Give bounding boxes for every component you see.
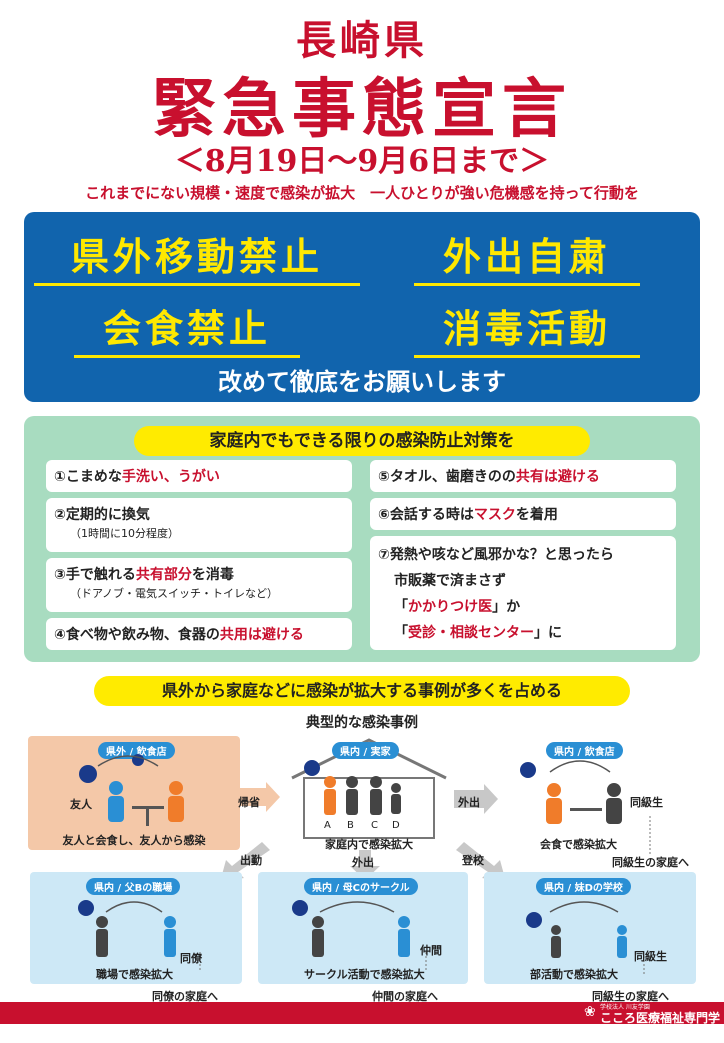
classmate-label: 同級生 <box>630 796 663 809</box>
virus-icon <box>526 912 542 928</box>
tip-5: ⑤タオル、歯磨きのの共有は避ける <box>370 460 676 492</box>
household-heading: 家庭内でもできる限りの感染防止対策を <box>134 426 590 456</box>
case-tag: 県内 / 母Cのサークル <box>304 878 418 895</box>
case-tag: 県内 / 飲食店 <box>546 742 623 759</box>
tip-3-sub: （ドアノブ・電気スイッチ・トイレなど） <box>70 587 279 600</box>
tip-5-highlight: 共有は避ける <box>515 469 600 485</box>
prefecture-title: 長崎県 <box>296 17 428 64</box>
measures-panel: 県外移動禁止 外出自粛 会食禁止 消毒活動 改めて徹底をお願いします <box>24 212 700 402</box>
arrow-label-return: 帰省 <box>238 796 260 809</box>
tip-7-bracket-open-2: 「 <box>394 625 408 641</box>
case-caption: 友人と会食し、友人から感染 <box>62 834 206 847</box>
measure-no-travel: 県外移動禁止 <box>34 226 360 286</box>
school-corporation: 学校法人 川友学園 <box>600 1004 650 1011</box>
measure-stay-home: 外出自粛 <box>414 226 640 286</box>
spread-target: 同級生の家庭へ <box>592 990 669 1003</box>
virus-icon <box>520 762 536 778</box>
school-club-illustration <box>526 901 645 976</box>
friend-label: 友人 <box>70 798 92 811</box>
tip-3: ③手で触れる共有部分を消毒 （ドアノブ・電気スイッチ・トイレなど） <box>46 558 352 612</box>
arrow-label-school: 登校 <box>462 854 484 867</box>
tip-6-highlight: マスク <box>473 507 516 523</box>
tip-4-text: ④食べ物や飲み物、食器の <box>54 627 220 643</box>
tip-7-line-2: 市販薬で済まさず <box>394 573 506 589</box>
case-tag: 県外 / 飲食店 <box>98 742 175 759</box>
case-caption: 職場で感染拡大 <box>96 968 173 981</box>
tip-7: ⑦発熱や咳など風邪かな？と思ったら 市販薬で済まさず 「かかりつけ医」か 「受診… <box>370 536 676 650</box>
arrow-right-icon <box>240 782 280 812</box>
arrow-right-icon <box>454 784 498 814</box>
case-caption: サークル活動で感染拡大 <box>304 968 425 981</box>
arrow-label-out-2: 外出 <box>352 856 374 869</box>
cases-heading: 県外から家庭などに感染が拡大する事例が多くを占める <box>94 676 630 706</box>
measure-no-dining: 会食禁止 <box>74 298 300 358</box>
case-caption: 部活動で感染拡大 <box>530 968 618 981</box>
tip-6: ⑥会話する時はマスクを着用 <box>370 498 676 530</box>
virus-icon <box>78 900 94 916</box>
member-b: B <box>347 820 354 831</box>
tip-6-text-end: を着用 <box>515 507 558 523</box>
virus-icon <box>304 760 320 776</box>
spread-target: 同級生の家庭へ <box>612 856 689 869</box>
tip-7-line-1: ⑦発熱や咳など風邪かな？と思ったら <box>378 547 614 563</box>
tip-6-text: ⑥会話する時は <box>378 507 474 523</box>
tip-7-consult-center: 受診・相談センター <box>408 625 534 641</box>
dining-friends-illustration <box>79 754 184 826</box>
household-panel: 家庭内でもできる限りの感染防止対策を ①こまめな手洗い、うがい ②定期的に換気 … <box>24 416 700 662</box>
colleague-label: 同僚 <box>180 952 202 965</box>
classmate-label: 同級生 <box>634 950 667 963</box>
tip-2-text: ②定期的に換気 <box>54 507 150 523</box>
tip-1-highlight: 手洗い、うがい <box>121 469 220 485</box>
tip-4: ④食べ物や飲み物、食器の共用は避ける <box>46 618 352 650</box>
spread-target: 同僚の家庭へ <box>152 990 218 1003</box>
case-tag: 県内 / 妹Dの学校 <box>536 878 631 895</box>
case-tag: 県内 / 父Bの職場 <box>86 878 181 895</box>
case-panel-family-home: A B C D 県内 / 実家 家庭内で感染拡大 <box>284 736 454 852</box>
tip-7-bracket-close: 」か <box>492 599 521 615</box>
arrow-label-out: 外出 <box>458 796 480 809</box>
request-text: 改めて徹底をお願いします <box>218 368 506 396</box>
house-illustration <box>291 738 447 839</box>
school-name: こころ医療福祉専門学校 <box>600 1011 721 1042</box>
period-text: ＜8月19日〜9月6日まで＞ <box>174 144 550 179</box>
tip-1: ①こまめな手洗い、うがい <box>46 460 352 492</box>
tip-3-text: ③手で触れる <box>54 567 136 583</box>
companion-label: 仲間 <box>420 944 442 957</box>
tagline: これまでにない規模・速度で感染が拡大 一人ひとりが強い危機感を持って行動を <box>85 184 639 202</box>
cases-subheading: 典型的な感染事例 <box>306 715 418 731</box>
case-caption: 家庭内で感染拡大 <box>325 838 413 851</box>
workplace-illustration <box>78 900 201 972</box>
tip-7-bracket-open: 「 <box>394 599 408 615</box>
case-panel-inside-restaurant: 県内 / 飲食店 同級生 会食で感染拡大 同級生の家庭へ <box>500 736 700 869</box>
case-panel-school: 県内 / 妹Dの学校 同級生 部活動で感染拡大 <box>484 872 696 984</box>
measure-disinfect: 消毒活動 <box>414 298 640 358</box>
tip-4-highlight: 共用は避ける <box>219 627 304 643</box>
member-d: D <box>392 820 400 831</box>
tip-5-text: ⑤タオル、歯磨きのの <box>378 469 516 485</box>
member-c: C <box>371 820 378 831</box>
member-a: A <box>324 820 331 831</box>
dining-classmates-illustration <box>520 760 651 854</box>
arrow-label-work: 出勤 <box>240 854 262 867</box>
case-tag: 県内 / 実家 <box>332 742 399 759</box>
tip-2: ②定期的に換気 （1時間に10分程度） <box>46 498 352 552</box>
case-panel-outside-restaurant: 県外 / 飲食店 友人 友人と会食し、友人から感染 <box>28 736 240 850</box>
case-caption: 会食で感染拡大 <box>540 838 617 851</box>
spread-target: 仲間の家庭へ <box>372 990 438 1003</box>
tip-7-bracket-close-2: 」に <box>534 625 562 641</box>
tip-3-highlight: 共有部分 <box>135 567 192 583</box>
tip-3-text-end: を消毒 <box>191 567 234 583</box>
circle-activity-illustration <box>292 900 427 972</box>
school-logo-icon: ❀ <box>584 1004 596 1020</box>
declaration-title: 緊急事態宣言 <box>152 72 572 147</box>
virus-icon <box>292 900 308 916</box>
tip-2-sub: （1時間に10分程度） <box>70 527 179 540</box>
tip-7-family-doctor: かかりつけ医 <box>408 599 493 615</box>
footer-bar: 学校法人 川友学園 ❀ こころ医療福祉専門学校 <box>0 1002 724 1042</box>
virus-icon <box>79 765 97 783</box>
case-panel-circle: 県内 / 母Cのサークル 仲間 サークル活動で感染拡大 <box>258 872 468 984</box>
tip-1-text: ①こまめな <box>54 469 122 485</box>
case-panel-workplace: 県内 / 父Bの職場 同僚 職場で感染拡大 <box>30 872 242 984</box>
